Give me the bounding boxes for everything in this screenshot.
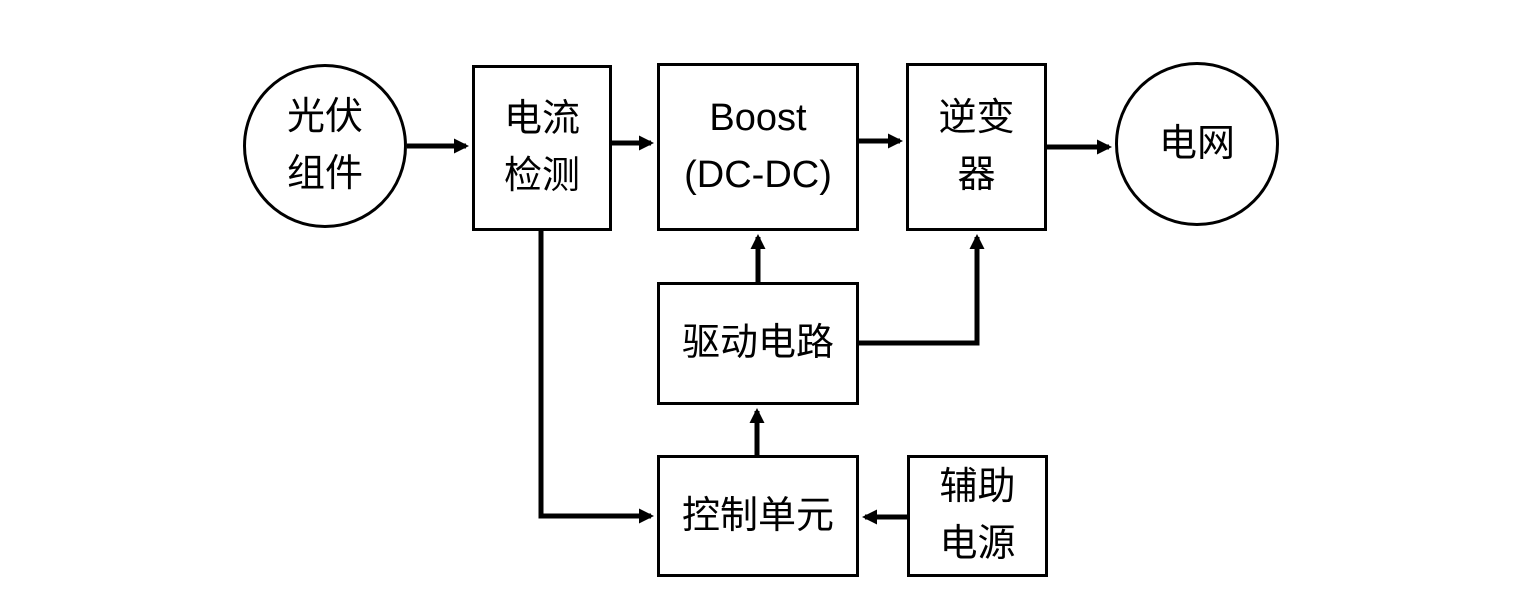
node-current-detection-label-line2: 检测 <box>503 155 580 197</box>
node-aux-power: 辅助 电源 <box>907 455 1048 577</box>
arrow-drive-circuit-to-inverter <box>859 234 985 346</box>
node-grid: 电网 <box>1115 62 1279 226</box>
node-current-detection-label-line1: 电流 <box>503 98 580 140</box>
node-grid-label: 电网 <box>1158 122 1235 165</box>
node-boost-label-line2: (DC-DC) <box>684 154 832 196</box>
node-boost: Boost (DC-DC) <box>657 63 859 231</box>
node-pv-module-label-line2: 组件 <box>286 153 363 195</box>
node-drive-circuit-label: 驱动电路 <box>681 322 834 364</box>
node-pv-module-label-line1: 光伏 <box>286 96 363 138</box>
node-pv-module: 光伏 组件 <box>243 64 407 228</box>
node-control-unit-label: 控制单元 <box>681 494 834 537</box>
node-aux-power-label-line1: 辅助 <box>939 466 1016 508</box>
node-drive-circuit: 驱动电路 <box>657 282 859 405</box>
node-aux-power-label-line2: 电源 <box>939 523 1016 565</box>
node-inverter: 逆变 器 <box>906 63 1047 231</box>
arrow-current-detection-to-control-unit <box>538 231 654 524</box>
node-inverter-label-line2: 器 <box>957 154 996 196</box>
node-control-unit: 控制单元 <box>657 455 859 577</box>
node-inverter-label-line1: 逆变 <box>938 97 1015 139</box>
node-boost-label-line1: Boost <box>709 97 807 139</box>
node-current-detection: 电流 检测 <box>472 65 612 231</box>
